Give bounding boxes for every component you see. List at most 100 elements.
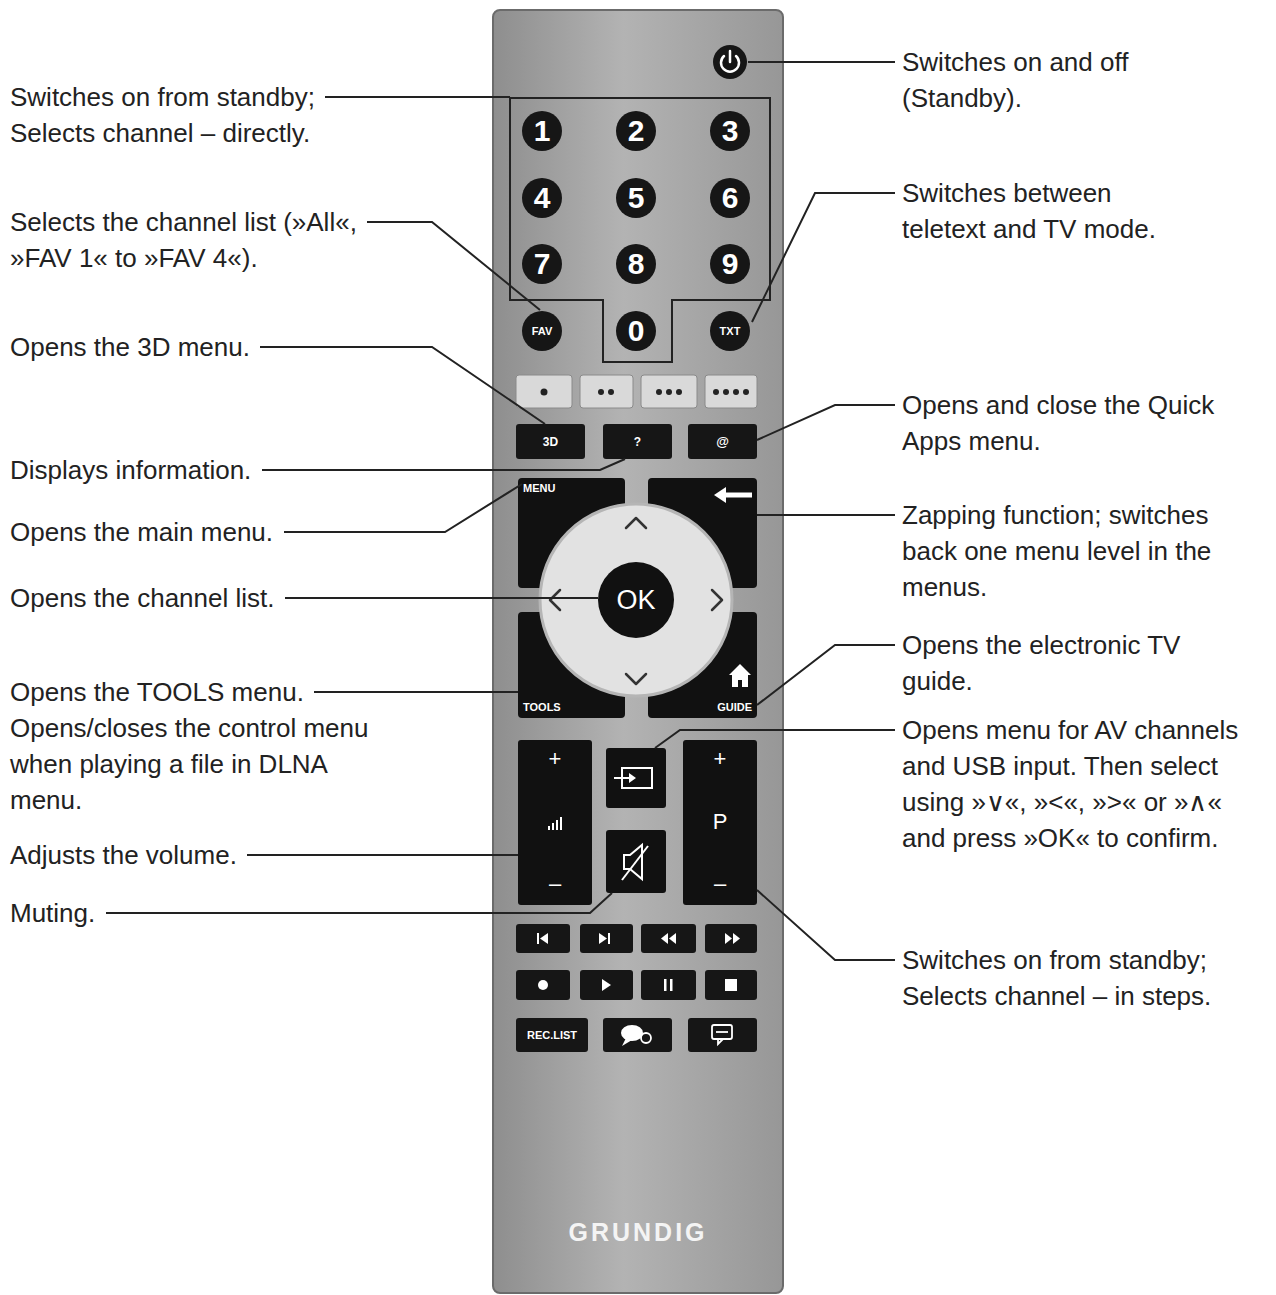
key-label: 8: [628, 249, 645, 279]
callout-text: Switches between teletext and TV mode.: [902, 178, 1156, 244]
remote-housing: GRUNDIG 1 2 3 4 5 6 7 8 9FAV 0 TXT 3D? @ MENU OKTOOLS GU…: [493, 10, 783, 1293]
key-label: FAV: [532, 326, 553, 337]
remote-key: 3D: [516, 424, 585, 459]
round-keys: [522, 111, 750, 351]
callout-text: Opens the electronic TV guide.: [902, 627, 1192, 699]
key-label: 1: [534, 116, 551, 146]
key-label: 9: [722, 249, 739, 279]
remote-key: 0: [616, 311, 656, 351]
home-icon: [729, 664, 751, 687]
key-label: –: [714, 873, 726, 895]
callout-text: Zapping function; switches back one menu…: [902, 497, 1247, 605]
remote-key: GUIDE: [648, 612, 757, 718]
remote-key: OK: [598, 562, 674, 638]
callout-text: Adjusts the volume.: [10, 840, 237, 870]
remote-key: + P –: [683, 740, 757, 905]
callout-text: Opens the main menu.: [10, 517, 273, 547]
callout-text: Switches between teletext and TV mode.: [902, 175, 1202, 247]
number-frame: [510, 98, 770, 362]
volume-rocker: [518, 740, 592, 905]
leader-lines: [106, 62, 895, 960]
callout-text: Adjusts the volume.: [10, 837, 290, 873]
key-label: OK: [616, 587, 655, 614]
key-label: P: [713, 811, 728, 833]
key-label: TXT: [720, 326, 741, 337]
callout-text: Selects the channel list (»All«, »FAV 1«…: [10, 207, 357, 273]
remote-key: +–: [518, 740, 592, 905]
leader-line: [314, 691, 518, 693]
media-keys: [516, 924, 757, 1052]
remote-key: 5: [616, 178, 656, 218]
callout-text: Opens the channel list.: [10, 580, 330, 616]
remote-key: 8: [616, 244, 656, 284]
leader-line: [284, 484, 522, 532]
remote-key: 4: [522, 178, 562, 218]
remote-key: TXT: [710, 311, 750, 351]
remote-key: REC.LIST: [516, 1018, 588, 1052]
key-label: 4: [534, 183, 551, 213]
key-label: 3: [722, 116, 739, 146]
remote-key: 1: [522, 111, 562, 151]
callout-text: Opens the 3D menu.: [10, 332, 250, 362]
callout-text: Switches on from standby; Selects channe…: [10, 79, 370, 151]
key-label: REC.LIST: [527, 1030, 577, 1041]
callout-text: Displays information.: [10, 455, 251, 485]
back-arrow: [714, 487, 752, 503]
remote-key: 6: [710, 178, 750, 218]
leader-line: [757, 890, 895, 960]
key-label: @: [716, 435, 729, 448]
leader-line: [655, 730, 895, 748]
callout-text: Muting.: [10, 895, 210, 931]
callout-text: Opens the TOOLS menu. Opens/closes the c…: [10, 674, 390, 818]
remote-key: ?: [603, 424, 672, 459]
key-label: +: [714, 748, 727, 770]
remote-key: 7: [522, 244, 562, 284]
function-keys: [516, 424, 757, 459]
key-label: MENU: [523, 483, 555, 494]
remote-key: @: [688, 424, 757, 459]
callout-text: Opens the main menu.: [10, 514, 330, 550]
callout-text: Opens the electronic TV guide.: [902, 630, 1180, 696]
key-label: 0: [628, 316, 645, 346]
power-button: [713, 45, 747, 79]
leader-line: [748, 61, 895, 63]
callout-text: Opens the channel list.: [10, 583, 275, 613]
key-label: 5: [628, 183, 645, 213]
program-rocker: [683, 740, 757, 905]
leader-line: [757, 514, 895, 516]
color-keys: [516, 375, 757, 408]
callout-text: Opens menu for AV channels and USB input…: [902, 715, 1238, 853]
callout-text: Opens and close the Quick Apps menu.: [902, 390, 1214, 456]
brand-name: GRUNDIG: [568, 1220, 707, 1245]
callout-text: Selects the channel list (»All«, »FAV 1«…: [10, 204, 385, 276]
remote-key: MENU: [518, 478, 625, 588]
subtitle-icon: [712, 1025, 732, 1044]
callout-text: Muting.: [10, 898, 95, 928]
leader-line: [260, 347, 545, 424]
key-label: 2: [628, 116, 645, 146]
leader-line: [285, 597, 598, 599]
callout-text: Switches on from standby; Selects channe…: [902, 945, 1211, 1011]
leader-line: [757, 645, 895, 705]
leader-line: [247, 854, 518, 856]
leader-line: [367, 222, 540, 310]
leader-line: [752, 193, 895, 322]
remote-key: FAV: [522, 311, 562, 351]
chat-icon: [621, 1025, 651, 1046]
remote-key: 2: [616, 111, 656, 151]
callout-text: Opens menu for AV channels and USB input…: [902, 712, 1270, 856]
callout-text: Opens and close the Quick Apps menu.: [902, 387, 1270, 459]
mute-key: [606, 830, 666, 893]
key-label: GUIDE: [717, 702, 752, 713]
callout-text: Switches on and off (Standby).: [902, 44, 1202, 116]
remote-key: 9: [710, 244, 750, 284]
leader-line: [757, 405, 895, 440]
key-label: 6: [722, 183, 739, 213]
callout-text: Zapping function; switches back one menu…: [902, 500, 1211, 602]
key-label: 3D: [543, 436, 558, 448]
remote-body: [493, 10, 783, 1293]
key-label: –: [549, 873, 561, 895]
remote-key: TOOLS: [518, 612, 625, 718]
leader-line: [262, 459, 625, 470]
